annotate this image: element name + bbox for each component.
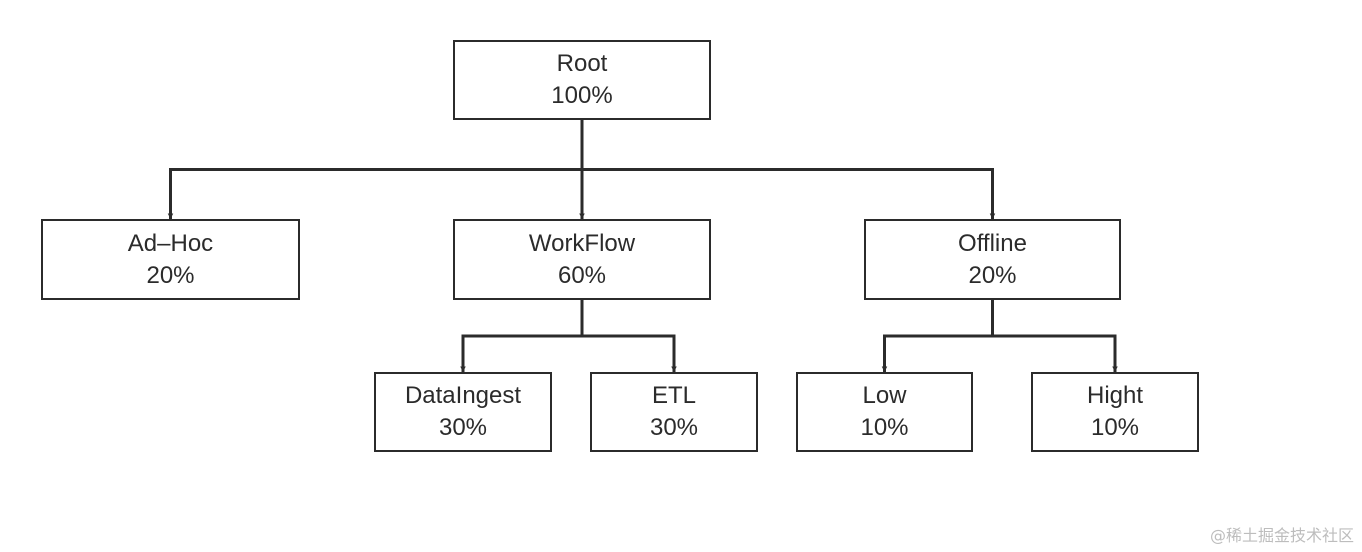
node-root-percent: 100% [551,82,613,109]
node-etl: ETL 30% [590,372,758,452]
connector-root-to-offline [580,120,996,219]
node-hight-percent: 10% [1090,414,1140,441]
node-hight: Hight 10% [1031,372,1199,452]
node-root-label: Root [556,50,608,77]
node-dataingest-percent: 30% [438,414,488,441]
node-ad-hoc: Ad–Hoc 20% [41,219,300,300]
connector-root-to-adhoc [167,120,584,219]
node-ad-hoc-percent: 20% [146,261,195,289]
node-dataingest: DataIngest 30% [374,372,552,452]
node-offline-percent: 20% [968,261,1017,289]
node-low: Low 10% [796,372,973,452]
node-low-percent: 10% [860,414,909,441]
connector-workflow-to-dataingest [460,300,584,372]
connector-offline-to-hight [991,300,1118,372]
node-etl-percent: 30% [649,414,699,441]
node-workflow: WorkFlow 60% [453,219,711,300]
node-offline: Offline 20% [864,219,1121,300]
connector-workflow-to-etl [580,300,677,372]
node-ad-hoc-label: Ad–Hoc [127,229,214,257]
node-hight-label: Hight [1086,382,1144,409]
node-dataingest-label: DataIngest [404,382,522,409]
node-workflow-percent: 60% [557,261,607,289]
watermark: @稀土掘金技术社区 [1209,526,1354,545]
node-offline-label: Offline [958,229,1027,257]
node-low-label: Low [862,382,907,409]
connector-offline-to-low [881,300,994,372]
node-workflow-label: WorkFlow [528,229,636,257]
node-root: Root 100% [453,40,711,120]
node-etl-label: ETL [651,382,696,409]
